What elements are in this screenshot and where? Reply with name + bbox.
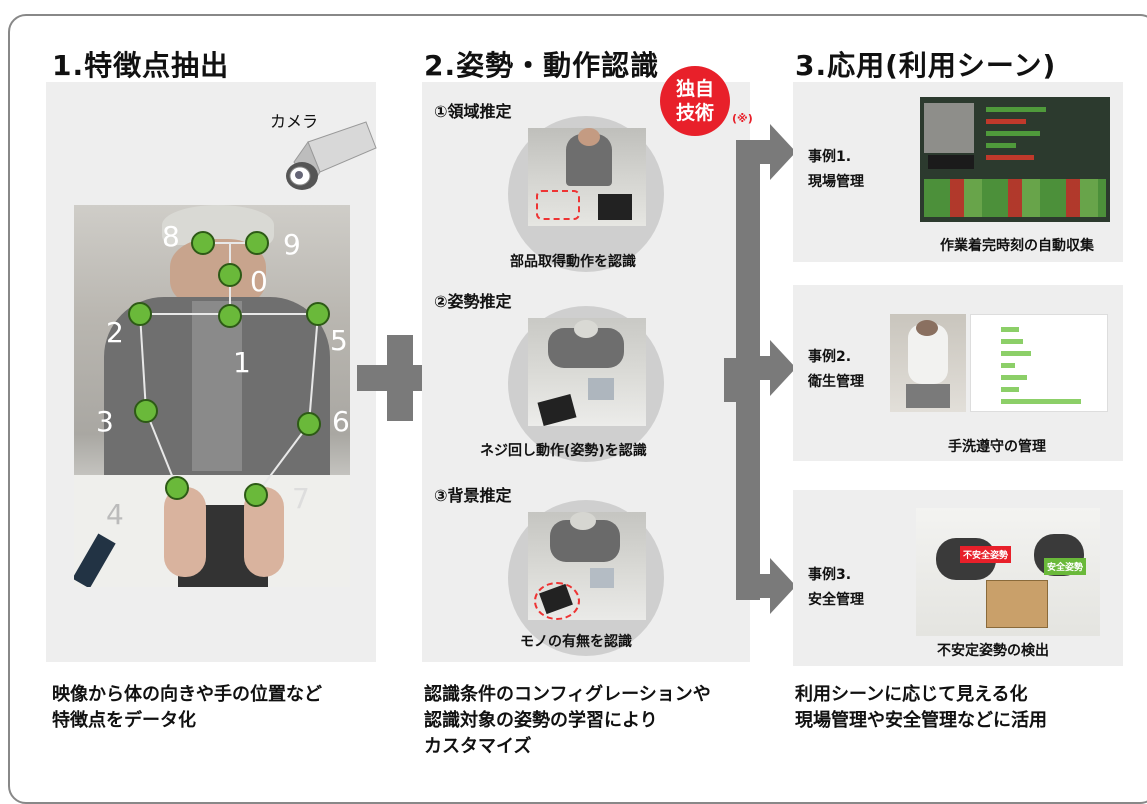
worker-keypoint-photo (74, 205, 350, 587)
badge-text-line1: 独自 (675, 78, 714, 100)
step3-heading: ③背景推定 (434, 486, 512, 505)
case1-label-line2: 現場管理 (808, 174, 864, 190)
case1-caption: 作業着完時刻の自動収集 (940, 238, 1094, 254)
badge-note: (※) (732, 112, 753, 125)
badge-text-line2: 技術 (675, 102, 714, 124)
keypoint-8 (191, 231, 215, 255)
keypoint-label: 4 (106, 498, 124, 531)
step3-caption: モノの有無を認識 (520, 634, 632, 650)
case1-label-line1: 事例1. (808, 149, 852, 165)
safe-posture-tag: 安全姿勢 (1044, 558, 1087, 575)
section2-description-line1: 認識条件のコンフィグレーションや (424, 684, 711, 705)
unsafe-posture-tag: 不安全姿勢 (960, 546, 1012, 563)
step1-heading: ①領域推定 (434, 102, 512, 121)
case2-photo (890, 314, 966, 412)
keypoint-label: 8 (162, 220, 180, 253)
keypoint-label: 7 (292, 482, 310, 515)
case3-caption: 不安定姿勢の検出 (937, 643, 1049, 659)
step1-caption: 部品取得動作を認識 (510, 254, 636, 270)
keypoint-6 (297, 412, 321, 436)
case2-caption: 手洗遵守の管理 (948, 439, 1046, 455)
section3-description-line1: 利用シーンに応じて見える化 (795, 684, 1028, 705)
keypoint-4 (165, 476, 189, 500)
section1-description-line1: 映像から体の向きや手の位置など (52, 684, 322, 705)
proprietary-tech-badge: 独自 技術 (660, 66, 730, 136)
section1-title: 1.特徴点抽出 (52, 49, 230, 82)
camera-label: カメラ (270, 112, 319, 131)
case3-photo: 不安全姿勢 安全姿勢 (916, 508, 1100, 636)
case3-label-line2: 安全管理 (808, 592, 864, 608)
keypoint-label: 1 (233, 346, 251, 379)
case2-table-screenshot (970, 314, 1108, 412)
section1-description-line2: 特徴点をデータ化 (52, 710, 196, 731)
keypoint-0 (218, 263, 242, 287)
case2-label-line2: 衛生管理 (808, 374, 864, 390)
step1-photo (528, 128, 646, 226)
step2-heading: ②姿勢推定 (434, 292, 512, 311)
keypoint-5 (306, 302, 330, 326)
keypoint-label: 2 (106, 316, 124, 349)
keypoint-3 (134, 399, 158, 423)
step2-photo (528, 318, 646, 426)
section2-description-line3: カスタマイズ (424, 736, 532, 757)
section2-title: 2.姿勢・動作認識 (424, 49, 660, 82)
keypoint-7 (244, 483, 268, 507)
camera-icon (286, 121, 377, 190)
case2-label-line1: 事例2. (808, 349, 852, 365)
step2-caption: ネジ回し動作(姿勢)を認識 (480, 443, 647, 459)
step3-photo (528, 512, 646, 620)
keypoint-label: 9 (283, 228, 301, 261)
section3-description-line2: 現場管理や安全管理などに活用 (795, 710, 1047, 731)
section3-title: 3.応用(利用シーン) (795, 49, 1057, 82)
keypoint-label: 3 (96, 405, 114, 438)
keypoint-label: 0 (250, 265, 268, 298)
keypoint-1 (218, 304, 242, 328)
keypoint-9 (245, 231, 269, 255)
section2-description-line2: 認識対象の姿勢の学習により (424, 710, 658, 731)
keypoint-label: 6 (332, 405, 350, 438)
case3-label-line1: 事例3. (808, 567, 852, 583)
keypoint-2 (128, 302, 152, 326)
case1-dashboard-screenshot (920, 97, 1110, 222)
keypoint-label: 5 (330, 324, 348, 357)
